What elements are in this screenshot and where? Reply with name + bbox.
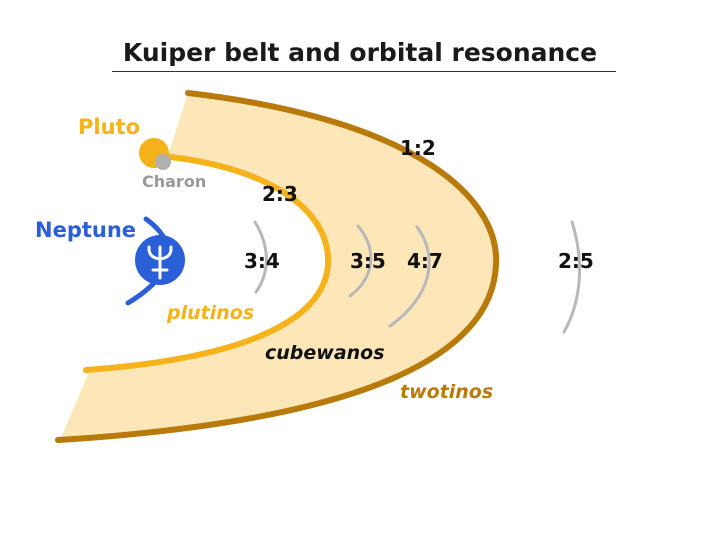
diagram-title: Kuiper belt and orbital resonance — [122, 38, 598, 67]
cubewanos-label: cubewanos — [265, 342, 385, 364]
resonance-label-1-2: 1:2 — [400, 136, 436, 160]
resonance-label-3-5: 3:5 — [350, 249, 386, 273]
belt-outer-edge — [55, 90, 500, 443]
neptune-trident-icon — [135, 235, 185, 285]
resonance-arc-3-5 — [348, 224, 373, 298]
plutino-orbit — [83, 153, 332, 373]
charon-body — [155, 154, 171, 170]
resonance-label-3-4: 3:4 — [244, 249, 280, 273]
resonance-arc-2-5 — [562, 220, 581, 334]
neptune-label: Neptune — [35, 218, 137, 242]
resonance-label-4-7: 4:7 — [407, 249, 443, 273]
title-underline — [112, 71, 616, 72]
charon-label: Charon — [142, 172, 207, 191]
resonance-arc-4-7 — [388, 225, 431, 328]
resonance-arc-3-4 — [253, 220, 268, 294]
pluto-label: Pluto — [78, 115, 141, 139]
resonance-label-2-5: 2:5 — [558, 249, 594, 273]
kuiper-belt-band — [60, 93, 497, 440]
resonance-label-2-3: 2:3 — [262, 182, 298, 206]
twotinos-label: twotinos — [400, 381, 494, 403]
plutinos-label: plutinos — [167, 302, 255, 324]
